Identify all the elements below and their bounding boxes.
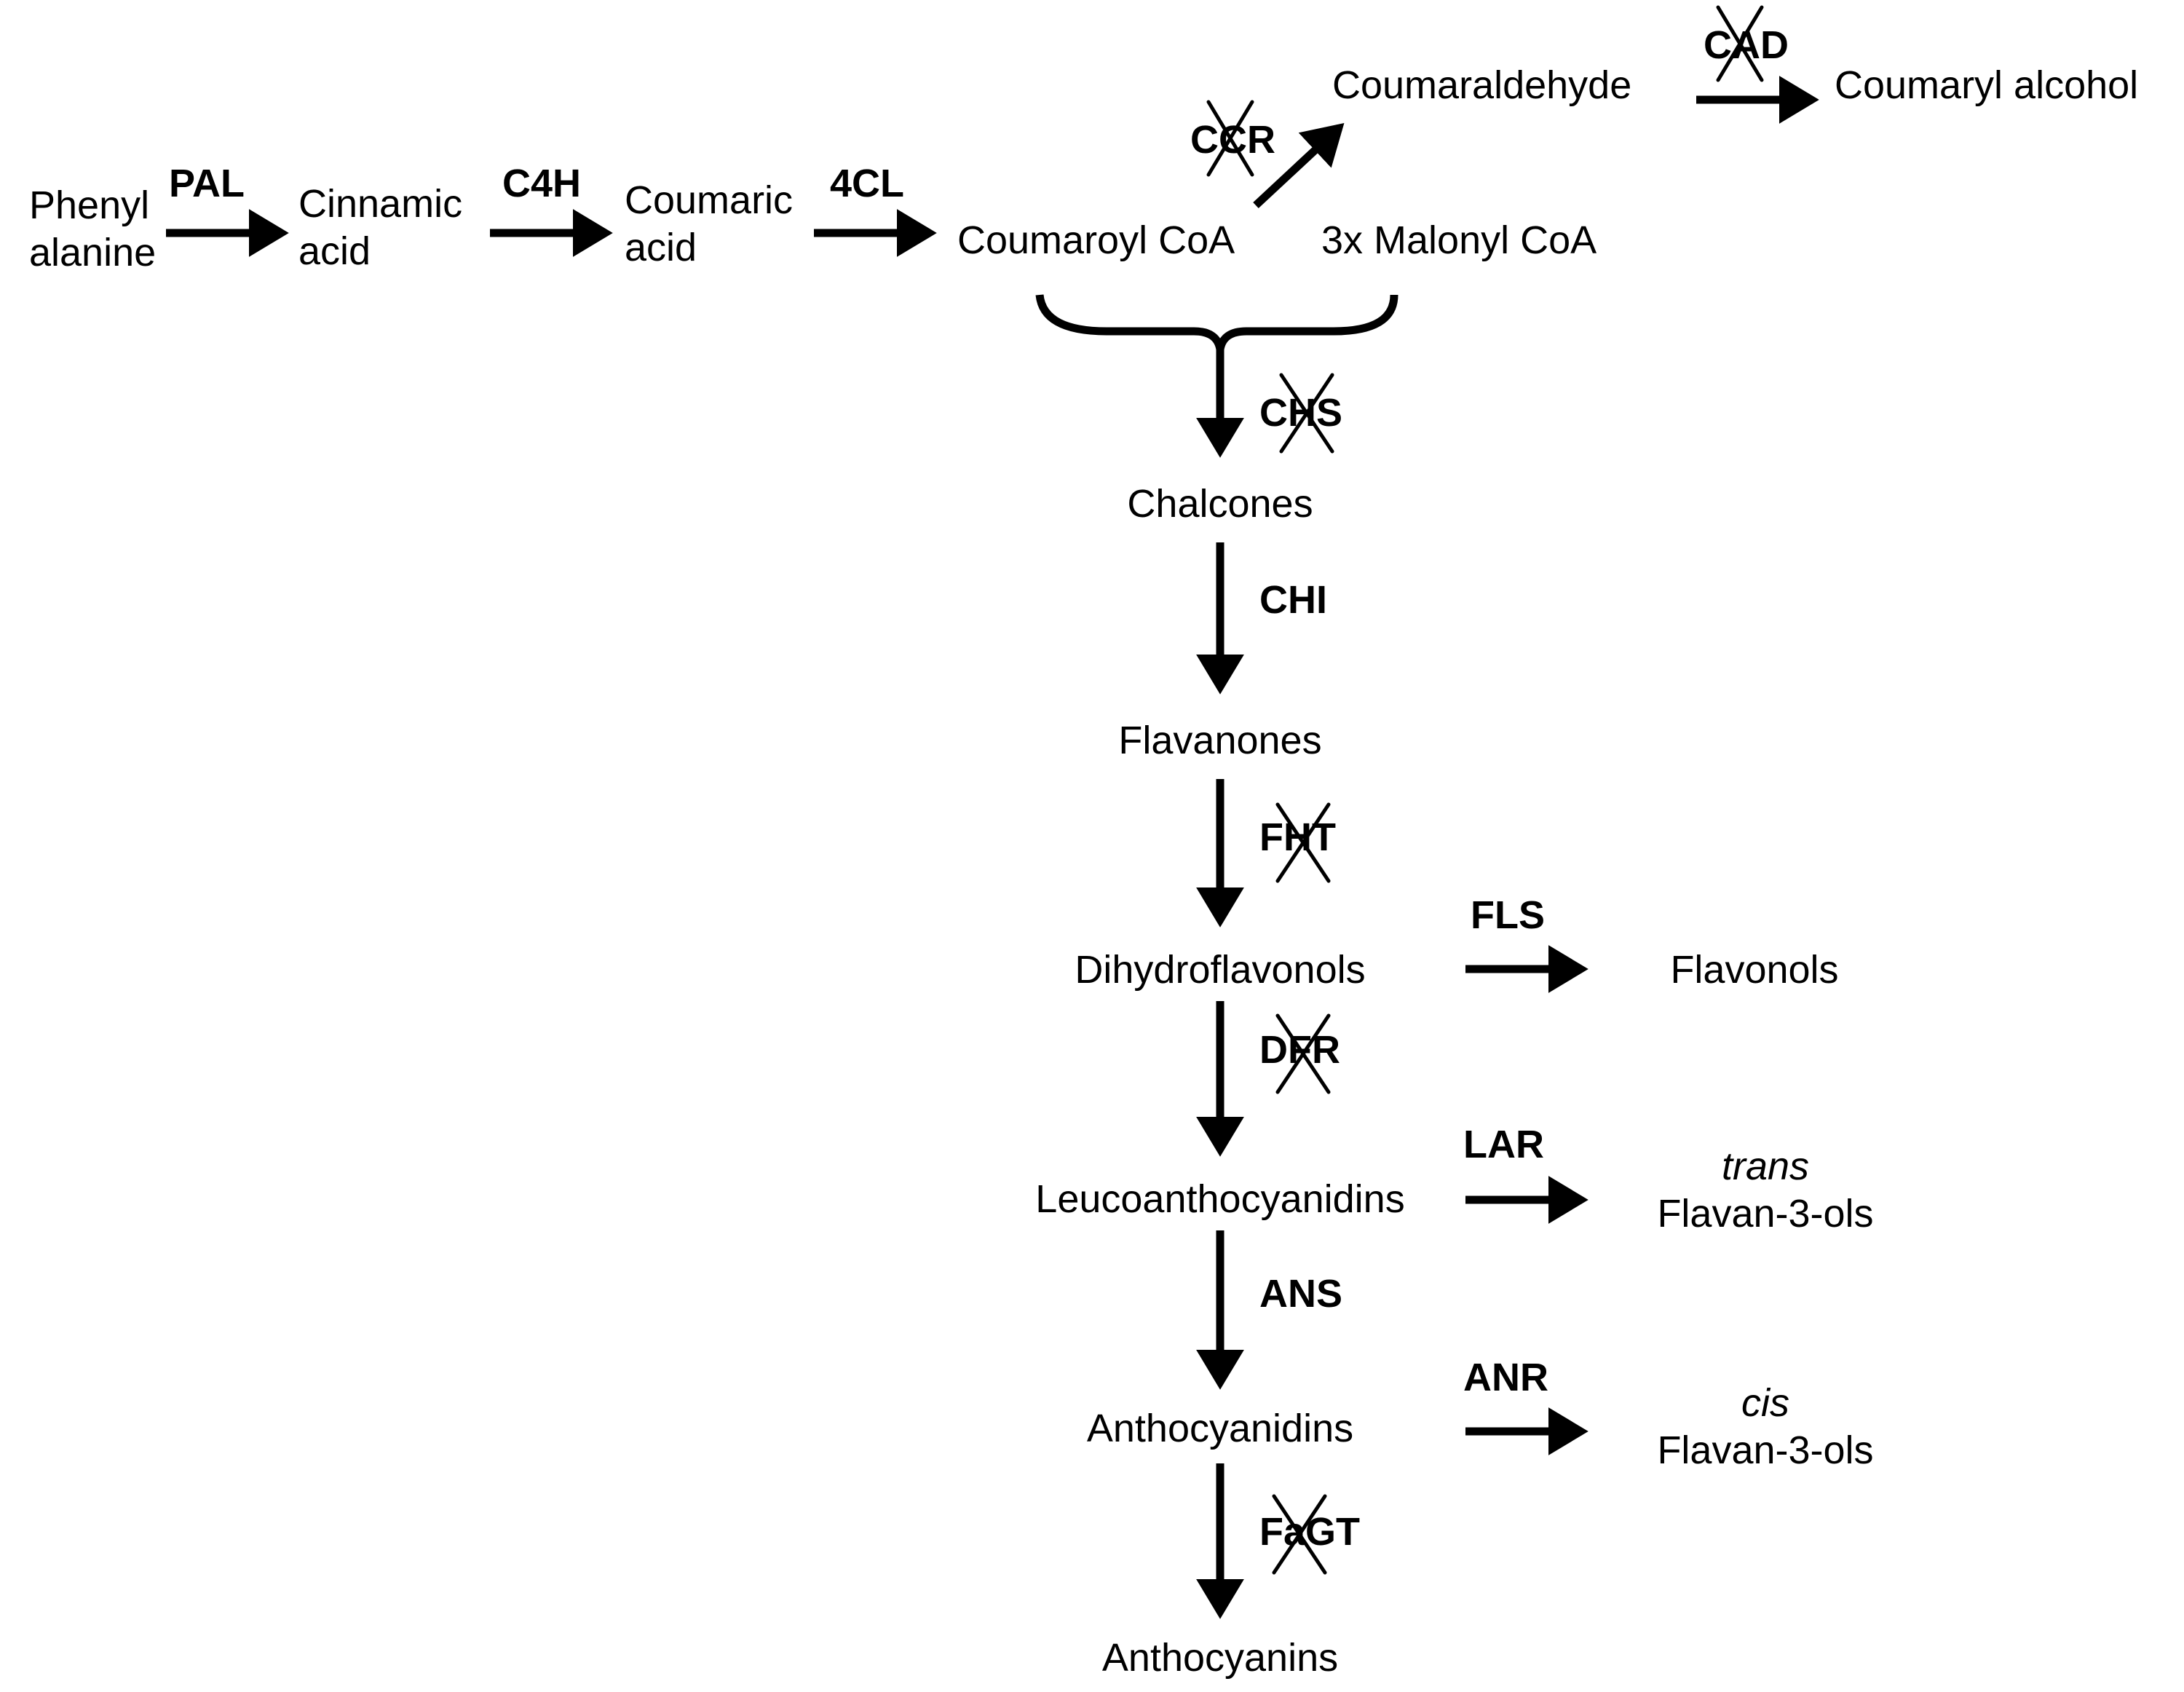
phenylalanine-line1: Phenyl xyxy=(29,183,150,227)
enzyme-4cl: 4CL xyxy=(830,162,905,205)
compound-malonyl-coa: 3x Malonyl CoA xyxy=(1321,218,1597,262)
enzyme-c4h: C4H xyxy=(502,162,582,205)
compound-flavanones: Flavanones xyxy=(1118,719,1322,762)
compound-chalcones: Chalcones xyxy=(1127,482,1313,526)
compound-dihydroflavonols: Dihydroflavonols xyxy=(1075,948,1366,992)
trans-flavan-3-ols-label: Flavan-3-ols xyxy=(1657,1191,1874,1236)
enzyme-chs: CHS xyxy=(1259,391,1343,435)
enzyme-fls: FLS xyxy=(1471,893,1545,937)
cis-prefix: cis xyxy=(1741,1381,1789,1425)
knockdown-marks xyxy=(1206,5,1764,1575)
fagt-cross-icon xyxy=(1272,1494,1327,1575)
arrow-ccr xyxy=(1253,123,1345,209)
compound-anthocyanins: Anthocyanins xyxy=(1101,1636,1339,1680)
compound-coumaroyl-coa: Coumaroyl CoA xyxy=(957,218,1235,262)
cad-cross-icon xyxy=(1716,5,1764,82)
enzyme-dfr: DFR xyxy=(1259,1028,1340,1072)
enzyme-ccr: CCR xyxy=(1190,118,1275,162)
enzyme-chi: CHI xyxy=(1259,578,1327,622)
cinnamic-line2: acid xyxy=(298,229,371,273)
phenylalanine-line2: alanine xyxy=(29,230,157,274)
enzyme-ans: ANS xyxy=(1259,1272,1343,1316)
compound-trans-flavan-3-ols: trans Flavan-3-ols xyxy=(1657,1143,1873,1238)
enzyme-fagt: FaGT xyxy=(1259,1510,1361,1554)
enzyme-anr: ANR xyxy=(1463,1356,1548,1399)
compound-flavonols: Flavonols xyxy=(1670,948,1839,992)
coumaric-line1: Coumaric xyxy=(625,178,794,222)
cinnamic-line1: Cinnamic xyxy=(298,182,463,226)
compound-cis-flavan-3-ols: cis Flavan-3-ols xyxy=(1657,1380,1873,1474)
compound-leucoanthocyanidins: Leucoanthocyanidins xyxy=(1035,1177,1405,1221)
compound-cinnamic-acid: Cinnamic acid xyxy=(298,181,462,275)
trans-prefix: trans xyxy=(1721,1145,1810,1188)
compound-phenylalanine: Phenyl alanine xyxy=(29,182,156,277)
dfr-cross-icon xyxy=(1275,1013,1331,1094)
compound-coumaryl-alcohol: Coumaryl alcohol xyxy=(1835,63,2139,107)
fht-cross-icon xyxy=(1275,802,1331,883)
compound-anthocyanidins: Anthocyanidins xyxy=(1086,1407,1354,1450)
condensation-brace xyxy=(1035,294,1398,351)
enzyme-pal: PAL xyxy=(169,162,245,205)
enzyme-lar: LAR xyxy=(1463,1123,1544,1166)
enzyme-fht: FHT xyxy=(1259,815,1336,859)
cis-flavan-3-ols-label: Flavan-3-ols xyxy=(1657,1428,1874,1472)
chs-cross-icon xyxy=(1279,373,1334,454)
ccr-cross-icon xyxy=(1206,100,1254,177)
compound-coumaric-acid: Coumaric acid xyxy=(625,177,793,272)
enzyme-cad: CAD xyxy=(1704,23,1789,67)
compound-coumaraldehyde: Coumaraldehyde xyxy=(1332,63,1632,107)
coumaric-line2: acid xyxy=(625,225,697,269)
